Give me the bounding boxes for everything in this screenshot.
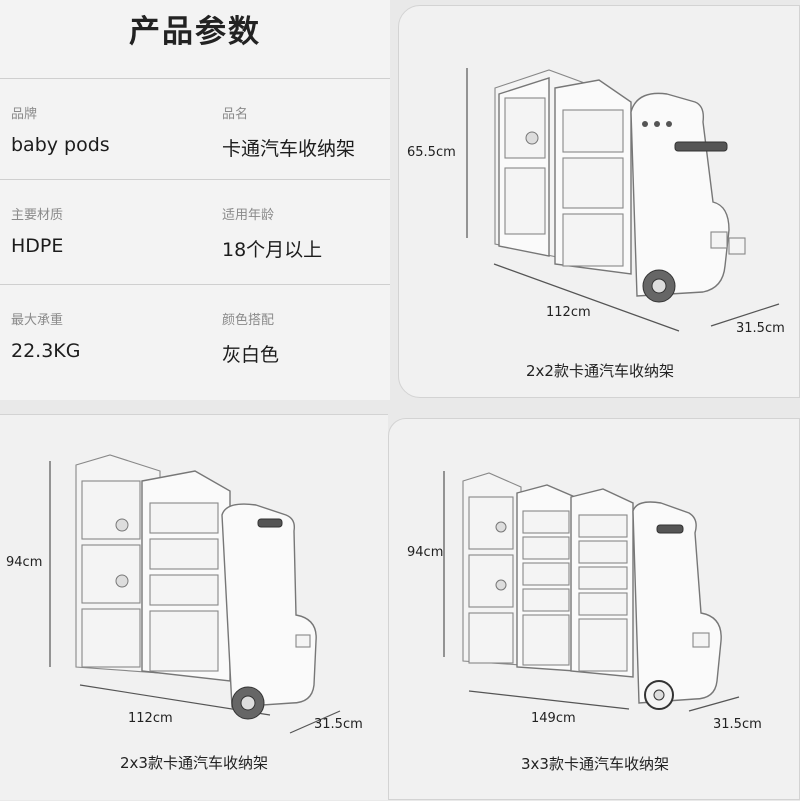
truck-shelf-2x3-illustration (49, 454, 341, 734)
param-label: 颜色搭配 (222, 313, 275, 328)
param-value: HDPE (11, 235, 64, 257)
truck-shelf-2x2-illustration (466, 68, 780, 332)
param-product-name: 品名 卡通汽车收纳架 (222, 103, 355, 161)
product-caption: 2x3款卡通汽车收纳架 (120, 754, 268, 772)
param-color: 颜色搭配 灰白色 (222, 309, 279, 367)
height-dimension: 94cm (6, 555, 43, 570)
param-age: 适用年龄 18个月以上 (222, 204, 322, 262)
param-value: 22.3KG (11, 340, 81, 362)
product-parameters-panel: 产品参数 品牌 baby pods 品名 卡通汽车收纳架 主要材质 HDPE 适… (0, 0, 390, 400)
param-value: 灰白色 (222, 344, 280, 366)
param-row-material: 主要材质 HDPE 适用年龄 18个月以上 (0, 179, 390, 284)
param-label: 最大承重 (11, 313, 64, 328)
product-caption: 3x3款卡通汽车收纳架 (521, 755, 669, 773)
param-label: 主要材质 (11, 208, 64, 223)
param-max-load: 最大承重 22.3KG (11, 309, 81, 362)
depth-dimension: 31.5cm (713, 717, 762, 732)
param-value: 18个月以上 (222, 239, 323, 261)
width-dimension: 149cm (531, 711, 576, 726)
product-card-2x3: 94cm 112cm 31.5cm 2x3款卡通汽车收纳架 (0, 414, 388, 800)
depth-dimension: 31.5cm (736, 321, 785, 336)
param-brand: 品牌 baby pods (11, 103, 110, 156)
width-dimension: 112cm (128, 711, 173, 726)
param-material: 主要材质 HDPE (11, 204, 63, 257)
param-label: 品牌 (11, 107, 38, 122)
product-card-2x2: 65.5cm 112cm 31.5cm 2x2款卡通汽车收纳架 (398, 5, 800, 398)
height-dimension: 94cm (407, 545, 444, 560)
param-label: 适用年龄 (222, 208, 275, 223)
width-dimension: 112cm (546, 305, 591, 320)
product-caption: 2x2款卡通汽车收纳架 (526, 362, 674, 380)
parameters-title: 产品参数 (129, 14, 261, 50)
param-value: baby pods (11, 134, 110, 156)
param-value: 卡通汽车收纳架 (222, 138, 356, 160)
height-dimension: 65.5cm (407, 145, 456, 160)
depth-dimension: 31.5cm (314, 717, 363, 732)
param-row-brand: 品牌 baby pods 品名 卡通汽车收纳架 (0, 78, 390, 183)
param-label: 品名 (222, 107, 249, 122)
param-row-load: 最大承重 22.3KG 颜色搭配 灰白色 (0, 284, 390, 389)
truck-shelf-3x3-illustration (443, 471, 740, 712)
product-card-3x3: 94cm 149cm 31.5cm 3x3款卡通汽车收纳架 (388, 418, 800, 800)
